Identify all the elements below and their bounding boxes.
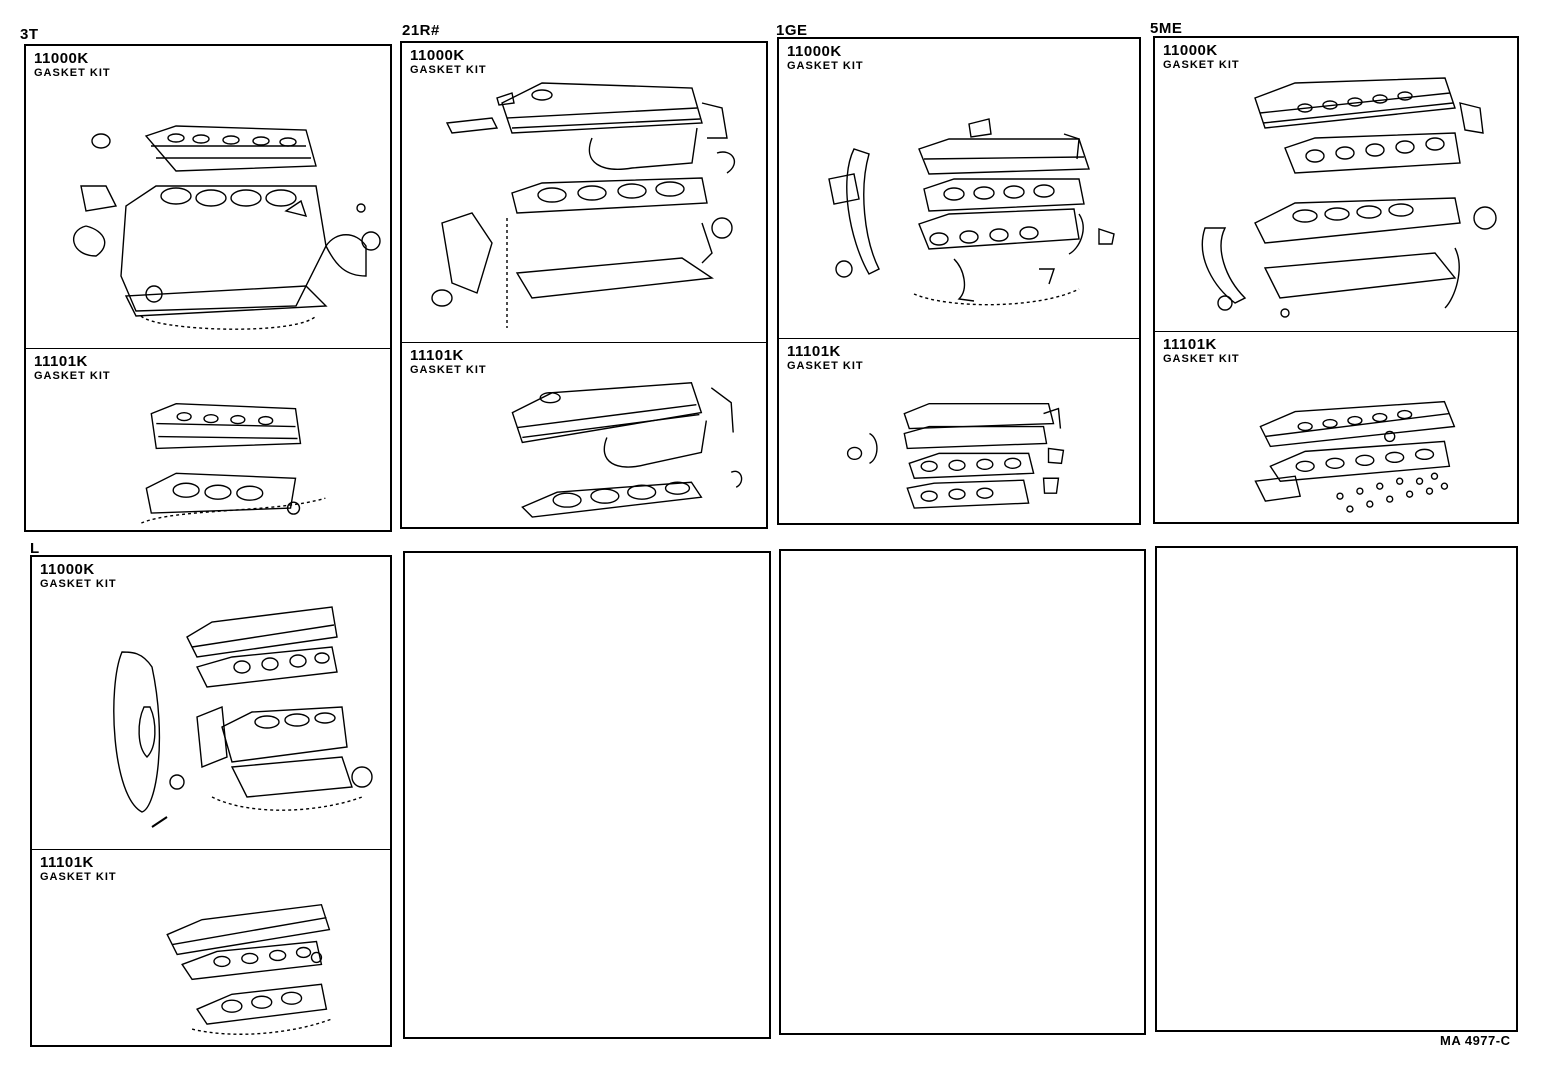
part-number: 11000K (40, 561, 95, 578)
part-number: 11101K (410, 347, 464, 364)
panel-empty-3 (1155, 546, 1518, 1032)
panel-3t: 11000K GASKET KIT 11101K GASKET KIT (24, 44, 392, 532)
engine-exploded-illustration (779, 339, 1139, 523)
engine-label-21r: 21R# (402, 22, 440, 39)
part-name: GASKET KIT (40, 578, 117, 590)
part-name: GASKET KIT (1163, 59, 1240, 71)
part-name: GASKET KIT (34, 67, 111, 79)
panel-5me: 11000K GASKET KIT 11101K GASKET KIT (1153, 36, 1519, 524)
panel-1ge: 11000K GASKET KIT 11101K GASKET KIT (777, 37, 1141, 525)
part-number: 11101K (1163, 336, 1217, 353)
section-3t-full-kit: 11000K GASKET KIT (26, 46, 390, 349)
part-number: 11101K (787, 343, 841, 360)
section-21r-full-kit: 11000K GASKET KIT (402, 43, 766, 343)
engine-label-1ge: 1GE (776, 22, 808, 39)
document-code: MA 4977-C (1440, 1033, 1511, 1048)
part-name: GASKET KIT (34, 370, 111, 382)
engine-exploded-illustration (1155, 38, 1517, 332)
section-3t-head-kit: 11101K GASKET KIT (26, 348, 390, 530)
part-number: 11101K (34, 353, 88, 370)
section-l-head-kit: 11101K GASKET KIT (32, 849, 390, 1045)
section-21r-head-kit: 11101K GASKET KIT (402, 342, 766, 527)
panel-l: 11000K GASKET KIT 11101K GASKET KIT (30, 555, 392, 1047)
section-1ge-head-kit: 11101K GASKET KIT (779, 338, 1139, 523)
part-name: GASKET KIT (1163, 353, 1240, 365)
engine-label-l: L (30, 540, 40, 557)
section-1ge-full-kit: 11000K GASKET KIT (779, 39, 1139, 339)
section-l-full-kit: 11000K GASKET KIT (32, 557, 390, 850)
panel-empty-2 (779, 549, 1146, 1035)
panel-empty-1 (403, 551, 771, 1039)
part-number: 11101K (40, 854, 94, 871)
engine-label-3t: 3T (20, 26, 39, 43)
part-name: GASKET KIT (787, 60, 864, 72)
engine-exploded-illustration (26, 349, 390, 530)
engine-exploded-illustration (402, 343, 766, 527)
section-5me-full-kit: 11000K GASKET KIT (1155, 38, 1517, 332)
engine-exploded-illustration (402, 43, 766, 343)
part-name: GASKET KIT (410, 364, 487, 376)
part-number: 11000K (34, 50, 89, 67)
part-name: GASKET KIT (787, 360, 864, 372)
engine-exploded-illustration (1155, 332, 1517, 522)
engine-exploded-illustration (32, 557, 390, 850)
part-number: 11000K (787, 43, 842, 60)
engine-exploded-illustration (26, 46, 390, 349)
engine-exploded-illustration (779, 39, 1139, 339)
engine-label-5me: 5ME (1150, 20, 1183, 37)
engine-exploded-illustration (32, 850, 390, 1045)
part-name: GASKET KIT (40, 871, 117, 883)
section-5me-head-kit: 11101K GASKET KIT (1155, 331, 1517, 522)
part-number: 11000K (1163, 42, 1218, 59)
part-name: GASKET KIT (410, 64, 487, 76)
panel-21r: 11000K GASKET KIT 11101K GASKET KIT (400, 41, 768, 529)
part-number: 11000K (410, 47, 465, 64)
